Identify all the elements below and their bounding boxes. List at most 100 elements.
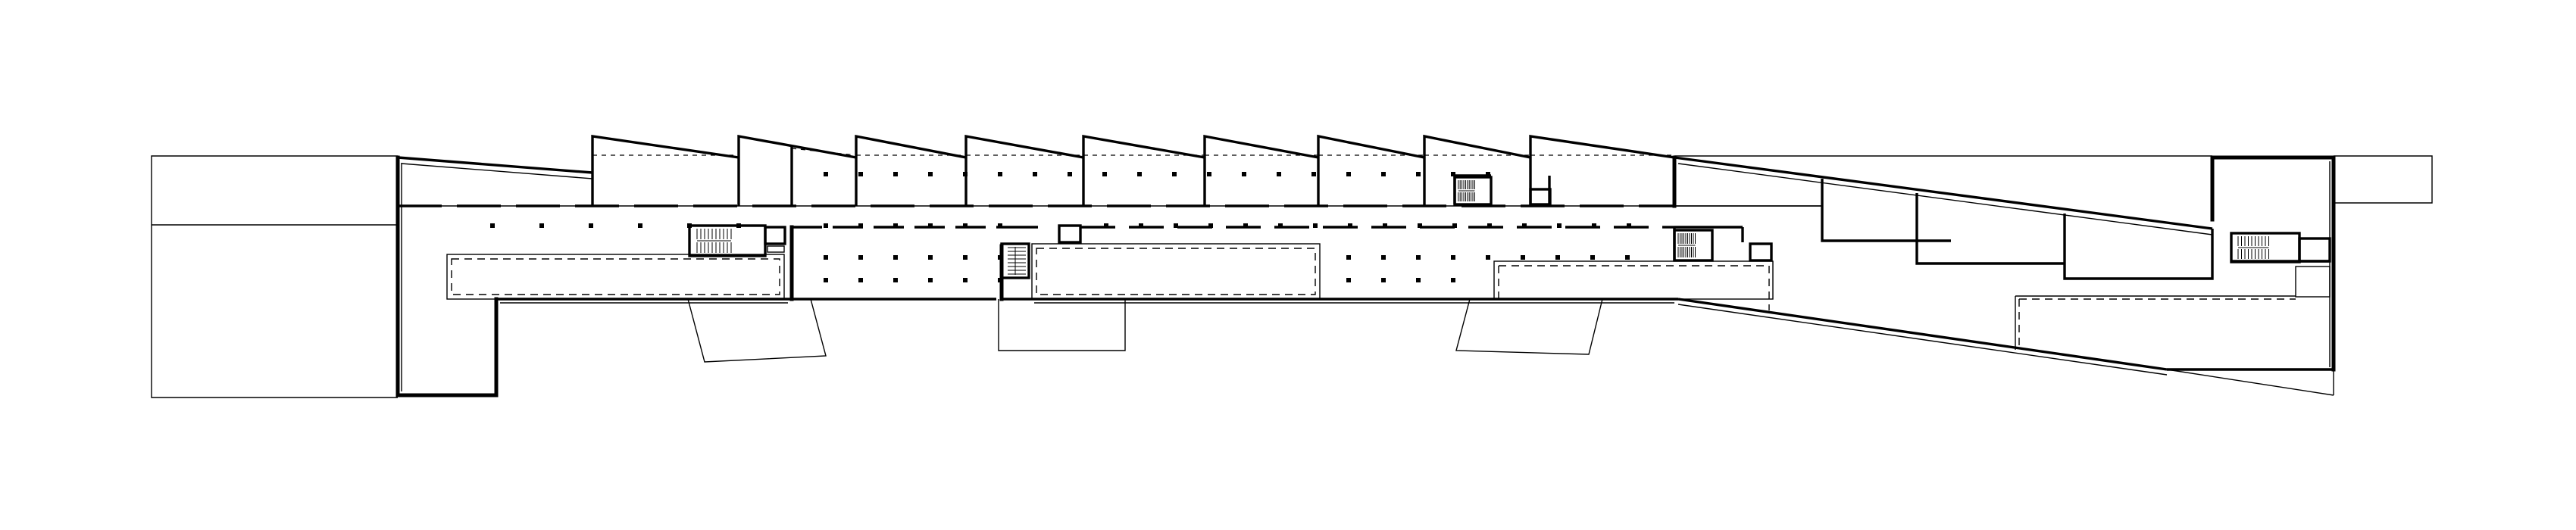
context-buildings bbox=[151, 155, 2433, 398]
context-building-east bbox=[2334, 155, 2433, 204]
structural-column bbox=[1313, 223, 1318, 228]
context-building-west bbox=[151, 155, 398, 398]
structural-column bbox=[490, 223, 495, 228]
structural-column bbox=[1451, 278, 1455, 282]
structural-column bbox=[1592, 223, 1596, 228]
sawtooth-bay-2-dash bbox=[791, 148, 857, 156]
structural-column bbox=[1555, 255, 1560, 260]
structural-column bbox=[1172, 172, 1177, 176]
structural-column bbox=[1416, 172, 1421, 176]
service-room-east-end bbox=[2298, 237, 2331, 263]
stair-core bbox=[688, 224, 767, 257]
structural-column bbox=[1033, 172, 1037, 176]
structural-column bbox=[1348, 223, 1352, 228]
structural-column bbox=[1486, 255, 1490, 260]
canopy-east bbox=[1455, 298, 1603, 355]
structural-column bbox=[1451, 172, 1455, 176]
sawtooth-bay-6 bbox=[1203, 134, 1319, 206]
west-court-dashed bbox=[451, 258, 780, 295]
service-rooms bbox=[764, 188, 2331, 298]
structural-column bbox=[1590, 255, 1595, 260]
east-court bbox=[1493, 260, 1774, 300]
structural-column bbox=[539, 223, 544, 228]
structural-column bbox=[893, 278, 898, 282]
structural-column bbox=[824, 223, 828, 228]
east-end-slanted-site-line bbox=[2166, 369, 2334, 396]
east-room-1 bbox=[1821, 179, 1917, 242]
structural-column bbox=[858, 172, 863, 176]
structural-column bbox=[687, 223, 692, 228]
structural-column bbox=[1627, 223, 1631, 228]
structural-column bbox=[1242, 172, 1246, 176]
structural-columns bbox=[490, 172, 1631, 282]
structural-column bbox=[928, 223, 933, 228]
structural-column bbox=[1346, 172, 1351, 176]
structural-column bbox=[1139, 223, 1143, 228]
structural-column bbox=[1522, 223, 1527, 228]
structural-column bbox=[963, 278, 968, 282]
structural-column bbox=[893, 172, 898, 176]
structural-column bbox=[1381, 255, 1386, 260]
structural-column bbox=[1068, 172, 1072, 176]
east-south-slanted-wall-inner bbox=[1677, 304, 2168, 376]
sawtooth-bays bbox=[591, 134, 1677, 208]
structural-column bbox=[893, 223, 898, 228]
structural-column bbox=[1416, 278, 1421, 282]
structural-column bbox=[963, 255, 968, 260]
structural-column bbox=[928, 172, 933, 176]
sawtooth-bay-2 bbox=[737, 134, 857, 206]
structural-column bbox=[1137, 172, 1142, 176]
structural-column bbox=[1208, 223, 1213, 228]
structural-column bbox=[1557, 223, 1562, 228]
structural-column bbox=[1207, 172, 1211, 176]
structural-column bbox=[1104, 223, 1108, 228]
structural-column bbox=[1346, 278, 1351, 282]
service-room-east bbox=[1749, 242, 1773, 262]
structural-column bbox=[998, 223, 1002, 228]
canopy-central bbox=[998, 299, 1126, 351]
stair-core bbox=[1673, 229, 1714, 262]
structural-column bbox=[963, 223, 968, 228]
east-room-2 bbox=[1915, 193, 2065, 265]
entrance-canopies bbox=[687, 298, 1603, 363]
structural-column bbox=[998, 255, 1002, 260]
structural-column bbox=[1452, 223, 1457, 228]
sawtooth-bay-1 bbox=[591, 135, 739, 206]
west-top-slanted-wall bbox=[397, 156, 593, 174]
structural-column bbox=[1311, 172, 1316, 176]
central-court bbox=[1031, 243, 1321, 300]
structural-column bbox=[998, 278, 1002, 282]
structural-column bbox=[1346, 255, 1351, 260]
central-core-walls bbox=[789, 174, 1744, 301]
west-top-slanted-wall-inner bbox=[401, 163, 593, 179]
sawtooth-bay-4 bbox=[964, 134, 1084, 206]
structural-column bbox=[824, 278, 828, 282]
structural-column bbox=[928, 278, 933, 282]
canopy-west bbox=[687, 298, 827, 363]
service-room-central bbox=[1058, 224, 1082, 244]
structural-column bbox=[1174, 223, 1178, 228]
structural-column bbox=[963, 172, 968, 176]
east-wing-rooms bbox=[1674, 179, 2214, 280]
stair-core bbox=[1453, 176, 1493, 206]
structural-column bbox=[589, 223, 593, 228]
structural-column bbox=[1416, 255, 1421, 260]
east-end-block-wall bbox=[2210, 155, 2336, 372]
structural-column bbox=[1487, 223, 1492, 228]
structural-column bbox=[824, 255, 828, 260]
structural-column bbox=[638, 223, 642, 228]
service-room-north bbox=[1529, 188, 1552, 206]
stair-cores bbox=[688, 176, 2301, 279]
east-south-slanted-wall bbox=[1677, 298, 2168, 371]
structural-column bbox=[1418, 223, 1422, 228]
structural-column bbox=[1521, 255, 1525, 260]
structural-column bbox=[928, 255, 933, 260]
sawtooth-bay-5 bbox=[1082, 134, 1205, 206]
sawtooth-bay-7 bbox=[1317, 134, 1425, 206]
structural-column bbox=[1381, 278, 1386, 282]
west-court bbox=[446, 254, 785, 300]
service-room-west bbox=[764, 226, 786, 245]
east-room-3 bbox=[2063, 214, 2214, 280]
